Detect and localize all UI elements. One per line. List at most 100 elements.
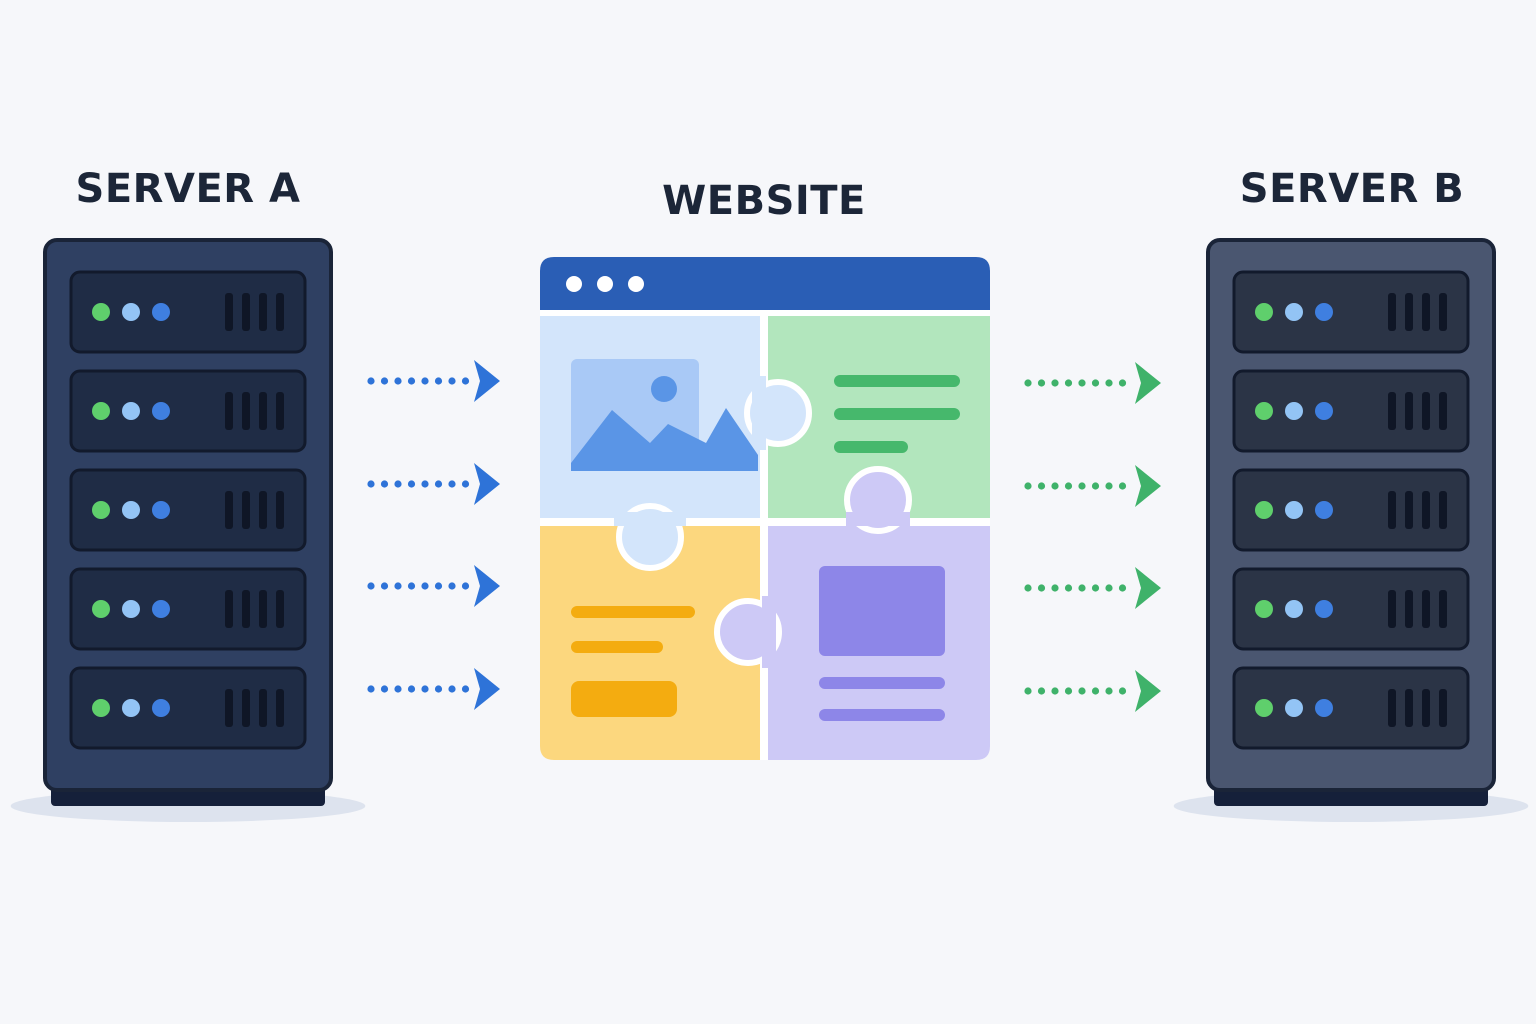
vent-slot-icon [1439,491,1447,529]
arrowhead-icon [474,360,500,402]
arrow-dot-icon [394,582,402,590]
vent-slot-icon [1388,293,1396,331]
window-dot-icon [628,276,644,292]
arrowhead-icon [1135,670,1161,712]
text-line [819,709,945,721]
puzzle-joint [762,596,776,668]
vent-slot-icon [1405,689,1413,727]
arrow-dot-icon [1118,482,1127,490]
vent-slot-icon [225,293,233,331]
status-led-icon [1285,501,1303,519]
arrow-dot-icon [407,377,416,385]
outbound-arrow [1024,567,1161,609]
status-led-icon [1255,501,1273,519]
arrow-dot-icon [1051,687,1059,695]
server-a-unit [69,369,307,453]
arrow-dot-icon [1118,687,1127,695]
arrow-dot-icon [1037,482,1046,490]
vent-slot-icon [259,491,267,529]
vent-slot-icon [1405,491,1413,529]
vent-slot-icon [242,590,250,628]
vent-slot-icon [242,392,250,430]
arrow-dot-icon [1078,482,1086,490]
arrow-dot-icon [394,480,402,488]
arrows-to-server-b [1024,362,1161,712]
inbound-arrow [367,668,500,710]
arrow-dot-icon [1051,584,1059,592]
status-led-icon [152,303,170,321]
arrow-dot-icon [407,480,416,488]
status-led-icon [92,501,110,519]
puzzle-joint [752,376,766,450]
server-b-unit-panel [1232,369,1470,453]
vent-slot-icon [1422,590,1430,628]
arrow-dot-icon [1051,379,1059,387]
server-b-label: SERVER B [1239,166,1465,212]
vent-slot-icon [242,689,250,727]
text-line [819,677,945,689]
website-window [540,257,990,760]
vent-slot-icon [1422,491,1430,529]
vent-slot-icon [1439,590,1447,628]
vent-slot-icon [276,689,284,727]
arrow-dot-icon [1024,584,1032,592]
server-a-unit-panel [69,270,307,354]
sun-icon [651,376,677,402]
server-a-unit-panel [69,567,307,651]
arrow-dot-icon [1091,379,1100,387]
status-led-icon [152,699,170,717]
arrow-dot-icon [461,685,470,693]
inbound-arrow [367,360,500,402]
vent-slot-icon [259,392,267,430]
status-led-icon [92,303,110,321]
arrow-dot-icon [367,582,375,590]
vent-slot-icon [276,392,284,430]
inbound-arrow [367,463,500,505]
server-a-unit [69,468,307,552]
arrow-dot-icon [421,377,429,385]
server-b-unit [1232,369,1470,453]
vent-slot-icon [242,491,250,529]
arrow-dot-icon [1118,584,1127,592]
vent-slot-icon [276,590,284,628]
window-dot-icon [597,276,613,292]
vent-slot-icon [1439,392,1447,430]
status-led-icon [92,699,110,717]
arrow-dot-icon [421,685,429,693]
arrow-dot-icon [380,582,389,590]
arrow-dot-icon [461,377,470,385]
server-a [10,238,366,822]
arrow-dot-icon [1118,379,1127,387]
arrowhead-icon [1135,567,1161,609]
arrow-dot-icon [1105,687,1113,695]
vent-slot-icon [1422,689,1430,727]
arrow-dot-icon [1078,379,1086,387]
status-led-icon [1255,303,1273,321]
text-line [834,441,908,453]
arrow-dot-icon [1091,584,1100,592]
arrow-dot-icon [380,480,389,488]
arrow-dot-icon [1078,584,1086,592]
status-led-icon [152,600,170,618]
vent-slot-icon [1388,491,1396,529]
server-b-unit [1232,468,1470,552]
server-a-unit-panel [69,468,307,552]
vent-slot-icon [225,392,233,430]
arrow-dot-icon [434,685,443,693]
outbound-arrow [1024,362,1161,404]
vent-slot-icon [1388,689,1396,727]
status-led-icon [1285,600,1303,618]
status-led-icon [1255,402,1273,420]
arrow-dot-icon [1105,379,1113,387]
text-line [834,375,960,387]
arrow-dot-icon [448,685,456,693]
arrow-dot-icon [448,582,456,590]
server-a-unit [69,270,307,354]
status-led-icon [1255,600,1273,618]
arrow-dot-icon [394,377,402,385]
arrow-dot-icon [461,480,470,488]
status-led-icon [1315,501,1333,519]
vent-slot-icon [259,590,267,628]
vent-slot-icon [259,293,267,331]
